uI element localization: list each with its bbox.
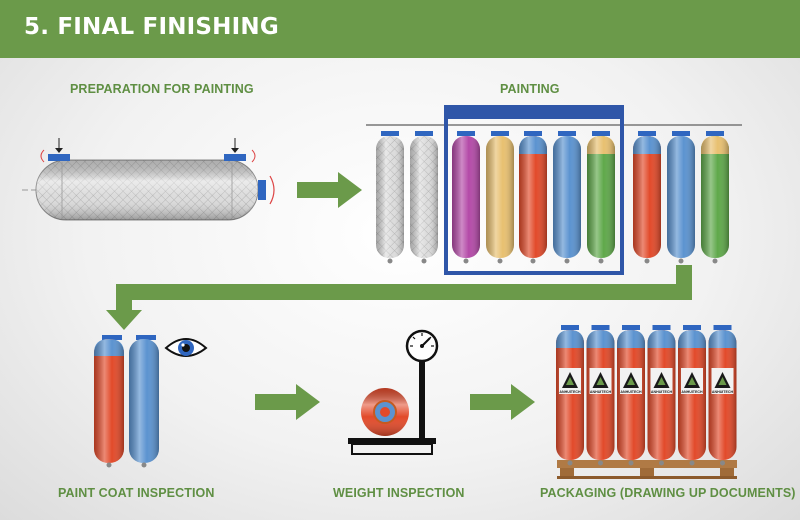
step-label-painting: PAINTING [500,82,560,96]
step-label-packaging: PACKAGING (DRAWING UP DOCUMENTS) [540,486,796,500]
horizontal-cylinder [22,138,275,221]
anhuitech-logo: ANHUITECH [559,368,581,394]
arrow-weight-to-packaging [470,384,535,420]
arrow-inspection-to-weight [255,384,320,420]
logo-text: ANHUITECH [559,390,581,394]
anhuitech-logo: ANHUITECH [589,368,612,394]
arrow-prep-to-painting [297,172,362,208]
packaged-cylinder: ANHUITECH [708,325,737,466]
painting-cylinder [486,131,514,264]
weight-scale [348,329,439,455]
packaged-cylinder: ANHUITECH [678,325,706,466]
painting-cylinder [633,131,661,264]
arrow-painting-to-inspection [106,265,692,330]
header-bar: 5. FINAL FINISHING [0,0,800,58]
painting-cylinder [701,131,729,264]
packaged-cylinder: ANHUITECH [586,325,615,466]
painting-cylinder [410,131,438,264]
painting-cylinder [519,131,547,264]
anhuitech-logo: ANHUITECH [711,368,734,394]
logo-text: ANHUITECH [651,390,673,394]
logo-text: ANHUITECH [590,390,612,394]
step-label-preparation: PREPARATION FOR PAINTING [70,82,254,96]
anhuitech-logo: ANHUITECH [650,368,673,394]
page-title: 5. FINAL FINISHING [24,14,279,40]
step-label-paint-coat-inspection: PAINT COAT INSPECTION [58,486,215,500]
anhuitech-logo: ANHUITECH [620,368,642,394]
inspection-cylinders [94,335,159,468]
packaged-cylinder: ANHUITECH [556,325,584,466]
packaged-cylinder: ANHUITECH [617,325,645,466]
painting-cylinder [452,131,480,264]
pallet [557,460,737,479]
packaged-cylinders: ANHUITECH ANHUITECH ANHUITECH ANHUITECH ANHU… [556,325,737,466]
painting-cylinder [667,131,695,264]
logo-text: ANHUITECH [681,390,703,394]
anhuitech-logo: ANHUITECH [681,368,703,394]
logo-text: ANHUITECH [712,390,734,394]
eye-icon [164,338,208,357]
packaged-cylinder: ANHUITECH [647,325,676,466]
painting-cylinder [376,131,404,264]
step-label-weight-inspection: WEIGHT INSPECTION [333,486,465,500]
painting-cylinder [587,131,615,264]
painting-cylinders [376,131,729,264]
logo-text: ANHUITECH [620,390,642,394]
painting-cylinder [553,131,581,264]
